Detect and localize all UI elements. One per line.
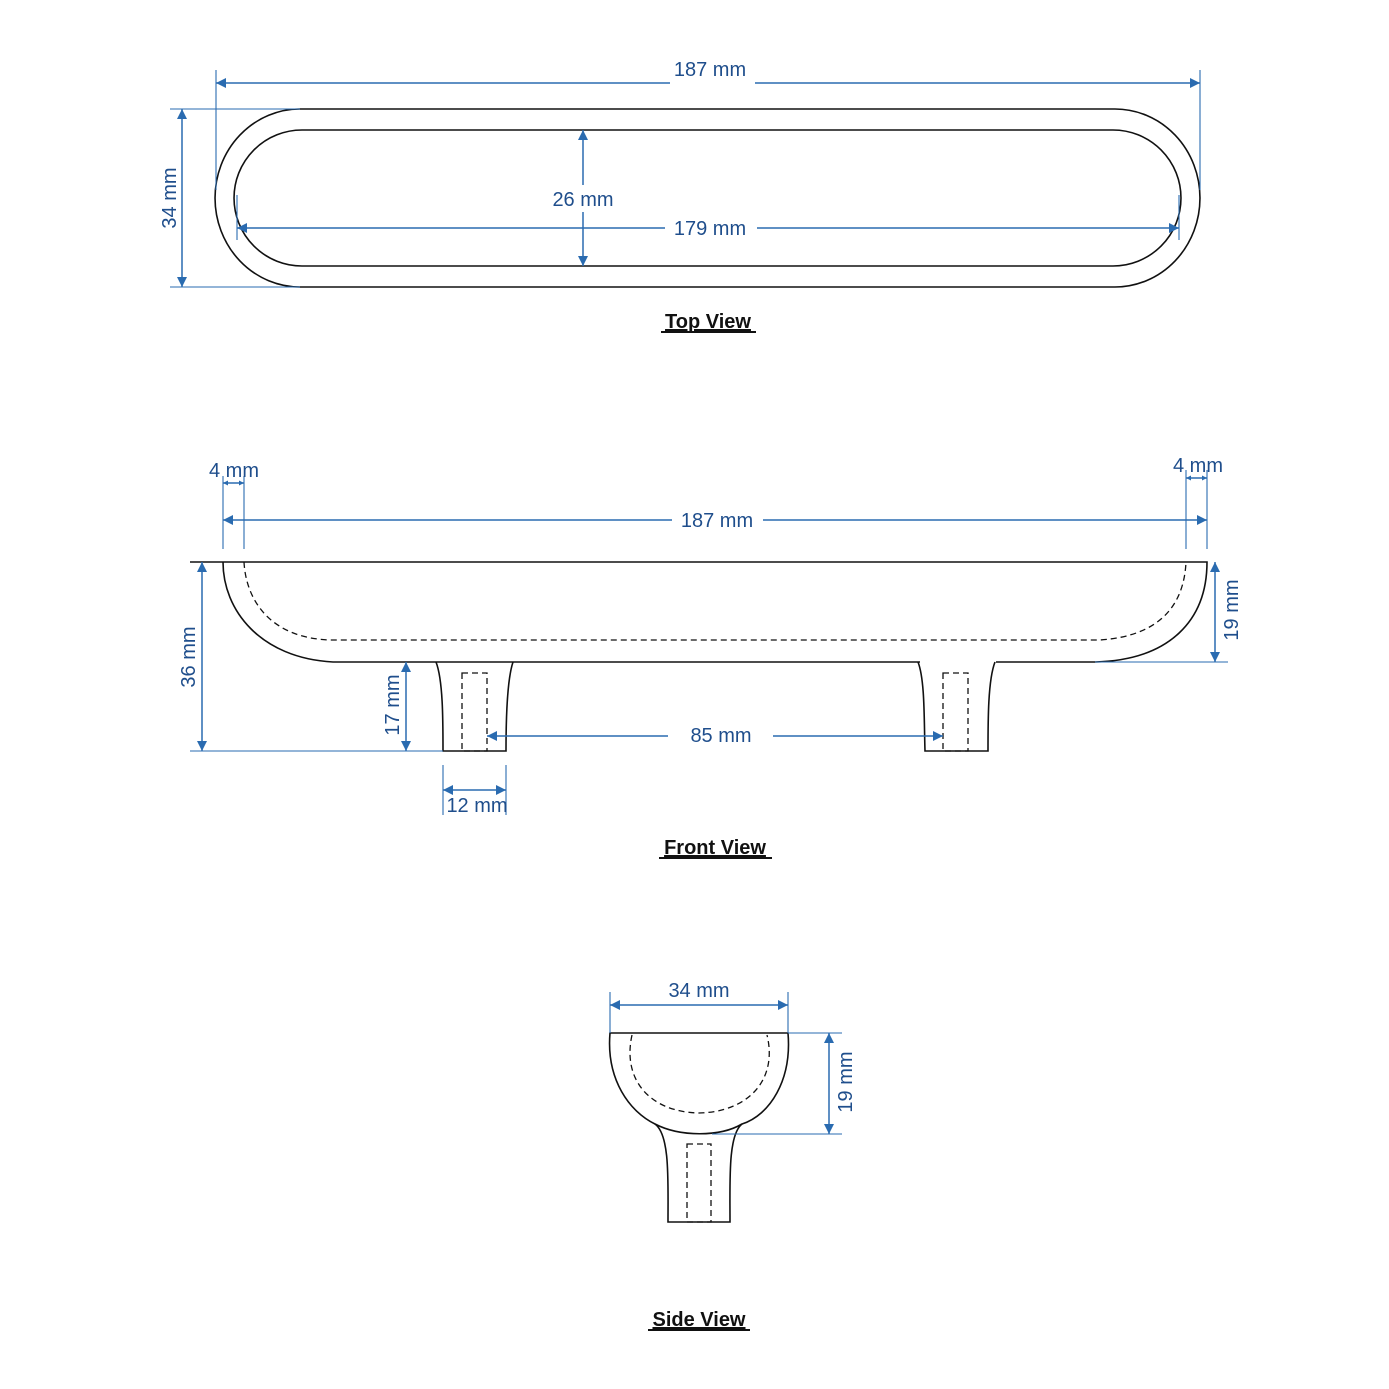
- side-width-label: 34 mm: [668, 980, 729, 1002]
- front-hole-spacing-label: 85 mm: [690, 725, 751, 747]
- front-leg-left: [435, 661, 514, 752]
- front-leg-left-hole: [461, 672, 488, 752]
- front-view: 4 mm 4 mm 187 mm 36 mm 19 mm 17 mm 85 mm…: [178, 455, 1243, 859]
- front-bowl-depth-label: 19 mm: [1221, 579, 1243, 640]
- front-height-label: 36 mm: [178, 626, 200, 687]
- side-inner-hidden: [629, 1034, 770, 1114]
- front-leg-width-label: 12 mm: [446, 795, 507, 817]
- front-length-label: 187 mm: [681, 510, 753, 532]
- side-bowl-depth-label: 19 mm: [835, 1051, 857, 1112]
- front-outer-outline: [190, 561, 1208, 663]
- top-inner-outline: [233, 129, 1182, 267]
- front-wall-right-label: 4 mm: [1173, 455, 1223, 477]
- side-view: 34 mm 19 mm Side View: [608, 980, 857, 1331]
- side-leg-hole: [686, 1143, 712, 1223]
- side-view-title: Side View: [652, 1309, 745, 1331]
- front-leg-right: [917, 661, 996, 752]
- front-leg-height-label: 17 mm: [382, 674, 404, 735]
- top-length-label: 187 mm: [674, 59, 746, 81]
- front-view-title: Front View: [664, 837, 766, 859]
- top-width-label: 34 mm: [159, 167, 181, 228]
- top-view: 187 mm 34 mm 26 mm 179 mm Top View: [159, 59, 1201, 333]
- top-inner-width-label: 26 mm: [552, 189, 613, 211]
- front-inner-hidden: [243, 561, 1187, 641]
- top-outer-outline: [214, 108, 1201, 288]
- front-leg-right-hole: [942, 672, 969, 752]
- top-inner-length-label: 179 mm: [674, 218, 746, 240]
- front-wall-left-label: 4 mm: [209, 460, 259, 482]
- side-outline: [608, 1032, 790, 1223]
- top-view-title: Top View: [665, 311, 751, 333]
